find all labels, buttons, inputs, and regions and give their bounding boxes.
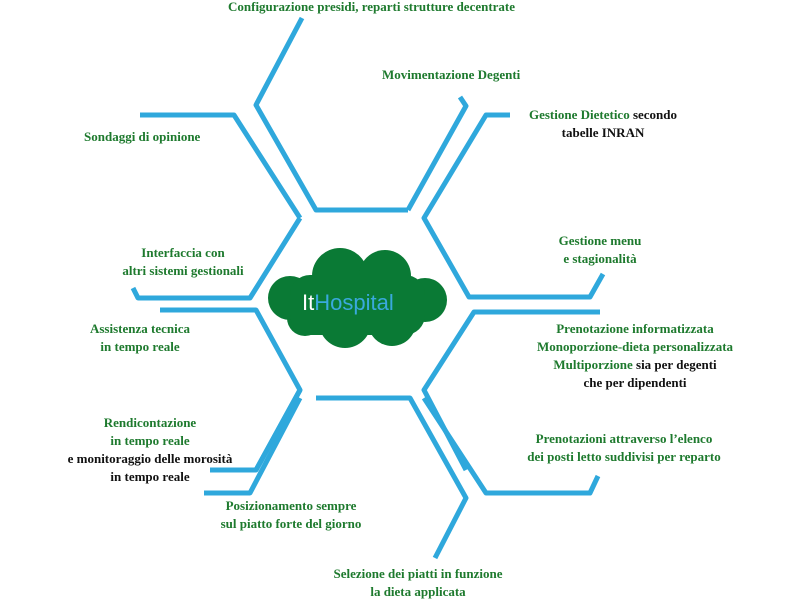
interfaccia-line1: Interfaccia con <box>141 245 225 260</box>
prenotazioni-elenco-line1: Prenotazioni attraverso l’elenco <box>535 431 713 446</box>
logo-it: It <box>302 290 314 315</box>
connector-posizionamento <box>204 396 303 496</box>
connector-sondaggi <box>140 112 303 220</box>
dietetico-line2: tabelle INRAN <box>561 125 645 140</box>
rendicontazione-line1: Rendicontazione <box>103 415 197 430</box>
selezione-line1: Selezione dei piatti in funzione <box>333 566 503 581</box>
prenotazione-green: Multiporzione <box>553 357 633 372</box>
configurazione-text: Configurazione presidi, reparti struttur… <box>228 0 516 14</box>
dietetico-dark: secondo <box>629 107 678 122</box>
label-prenotazioni-elenco: Prenotazioni attraverso l’elenco dei pos… <box>514 430 734 466</box>
rendicontazione-line2: in tempo reale <box>110 433 190 448</box>
connector-config <box>253 16 408 213</box>
posizionamento-line2: sul piatto forte del giorno <box>220 516 362 531</box>
assistenza-line2: in tempo reale <box>100 339 180 354</box>
connector-selezione <box>316 395 469 560</box>
label-rendicontazione: Rendicontazione in tempo reale e monitor… <box>50 414 250 486</box>
movimentazione-text: Movimentazione Degenti <box>382 67 521 82</box>
rendicontazione-line3: e monitoraggio delle morosità <box>67 451 233 466</box>
label-gestione-dietetico: Gestione Dietetico secondo tabelle INRAN <box>518 106 688 142</box>
label-interfaccia: Interfaccia con altri sistemi gestionali <box>108 244 258 280</box>
label-prenotazione-informatizzata: Prenotazione informatizzata Monoporzione… <box>520 320 750 392</box>
svg-text:ItHospital: ItHospital <box>302 290 394 315</box>
logo-hospital: Hospital <box>314 290 393 315</box>
selezione-line2: la dieta applicata <box>370 584 466 599</box>
label-posizionamento: Posizionamento sempre sul piatto forte d… <box>206 497 376 533</box>
connector-rendicontazione <box>253 388 303 472</box>
label-movimentazione: Movimentazione Degenti <box>382 66 520 84</box>
posizionamento-line1: Posizionamento sempre <box>225 498 357 513</box>
connector-lines <box>130 16 606 560</box>
label-selezione: Selezione dei piatti in funzione la diet… <box>318 565 518 601</box>
dietetico-green: Gestione Dietetico <box>528 107 630 122</box>
prenotazione-dark: sia per degenti <box>632 357 717 372</box>
interfaccia-line2: altri sistemi gestionali <box>122 263 244 278</box>
label-gestione-menu: Gestione menu e stagionalità <box>540 232 660 268</box>
connector-dietetico <box>421 112 606 300</box>
prenotazione-line4: che per dipendenti <box>583 375 687 390</box>
connector-prenotazioni-elenco <box>421 396 601 496</box>
prenotazione-line1: Prenotazione informatizzata <box>556 321 714 336</box>
label-configurazione: Configurazione presidi, reparti struttur… <box>228 0 515 16</box>
ithospital-cloud <box>268 248 447 348</box>
menu-line2: e stagionalità <box>563 251 637 266</box>
rendicontazione-line4: in tempo reale <box>110 469 190 484</box>
label-assistenza: Assistenza tecnica in tempo reale <box>70 320 210 356</box>
connector-interfaccia <box>130 216 303 301</box>
prenotazioni-elenco-line2: dei posti letto suddivisi per reparto <box>527 449 721 464</box>
menu-line1: Gestione menu <box>558 233 642 248</box>
sondaggi-text: Sondaggi di opinione <box>84 129 201 144</box>
connector-movimentazione <box>405 95 469 212</box>
assistenza-line1: Assistenza tecnica <box>89 321 190 336</box>
label-sondaggi: Sondaggi di opinione <box>84 128 200 146</box>
prenotazione-line2: Monoporzione-dieta personalizzata <box>536 339 734 354</box>
